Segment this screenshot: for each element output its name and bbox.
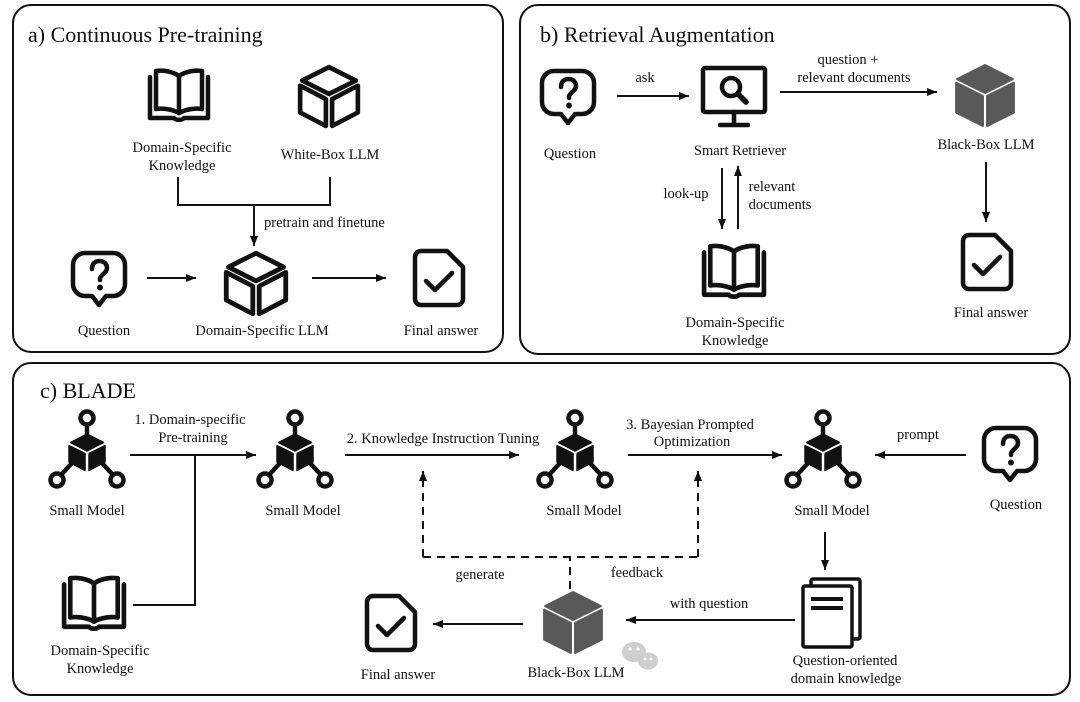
- panel-a-knowledge-label-line1: Domain-Specific: [132, 140, 231, 156]
- panel-b-question-label: Question: [544, 146, 597, 162]
- panel-c-doc-label-line2: domain knowledge: [791, 671, 902, 687]
- panel-c-feedback-label: feedback: [611, 565, 664, 581]
- book-icon: [150, 71, 208, 120]
- panel-a-knowledge-label-line2: Knowledge: [149, 158, 216, 174]
- panel-a-final-label: Final answer: [404, 323, 479, 339]
- small-model-network-icon: [539, 412, 612, 487]
- panel-b-return-label-line1: relevant: [749, 179, 796, 195]
- panel-blade: c) BLADE Small Model 1. Domain-specific …: [12, 362, 1071, 696]
- panel-a-pretrain-label: pretrain and finetune: [264, 215, 385, 231]
- final-answer-document-icon: [367, 596, 415, 650]
- panel-c-knowledge-connector: [133, 455, 196, 606]
- panel-b-retriever-label: Smart Retriever: [694, 143, 786, 159]
- panel-b-return-label-line2: documents: [749, 197, 812, 213]
- black-box-cube-icon: [543, 591, 603, 654]
- panel-c-step2-label: 2. Knowledge Instruction Tuning: [347, 431, 540, 447]
- panel-b-llm-label: Black-Box LLM: [937, 137, 1034, 153]
- small-model-network-icon: [51, 412, 124, 487]
- panel-c-with-question-label: with question: [670, 596, 749, 612]
- panel-c-doc-label-line1: Question-oriented: [793, 653, 898, 669]
- panel-c-knowledge-label-line1: Domain-Specific: [50, 643, 149, 659]
- panel-continuous-pretraining: a) Continuous Pre-training Domain-Specif…: [12, 4, 504, 353]
- question-bubble-icon: [542, 71, 594, 123]
- panel-c-step1-label-line1: 1. Domain-specific: [134, 412, 245, 428]
- black-box-cube-icon: [955, 64, 1015, 127]
- watermark-logo: [622, 642, 658, 670]
- panel-c-llm-label: Black-Box LLM: [527, 665, 624, 681]
- panel-a-title: a) Continuous Pre-training: [28, 22, 263, 47]
- question-bubble-icon: [984, 428, 1036, 480]
- small-model-network-icon: [259, 412, 332, 487]
- panel-b-query-label-line2: relevant documents: [797, 70, 910, 86]
- panel-b-border: [519, 4, 1071, 355]
- small-model-network-icon: [787, 412, 860, 487]
- question-bubble-icon: [73, 253, 125, 305]
- panel-c-question-label: Question: [990, 497, 1043, 513]
- document-stack-icon: [801, 577, 862, 649]
- final-answer-document-icon: [415, 251, 463, 305]
- panel-c-step3-label-line1: 3. Bayesian Prompted: [626, 417, 754, 433]
- panel-c-title: c) BLADE: [40, 378, 136, 403]
- panel-c-knowledge-label-line2: Knowledge: [67, 661, 134, 677]
- panel-a-border: [12, 4, 504, 353]
- panel-b-knowledge-label-line2: Knowledge: [702, 333, 769, 349]
- panel-b-ask-label: ask: [635, 70, 655, 86]
- panel-c-small-model-label-1: Small Model: [49, 503, 124, 519]
- panel-c-step3-label-line2: Optimization: [654, 434, 731, 450]
- panel-c-final-label: Final answer: [361, 667, 436, 683]
- panel-a-question-label: Question: [78, 323, 131, 339]
- panel-b-query-label-line1: question +: [818, 52, 879, 68]
- panel-retrieval-augmentation: b) Retrieval Augmentation Question ask S…: [519, 4, 1071, 355]
- panel-c-generate-label: generate: [455, 567, 504, 583]
- panel-b-lookup-label: look-up: [663, 186, 708, 202]
- panel-c-prompt-label: prompt: [897, 427, 939, 443]
- panel-a-domain-llm-label: Domain-Specific LLM: [195, 323, 328, 339]
- panel-c-step1-label-line2: Pre-training: [158, 430, 227, 446]
- panel-a-white-box-label: White-Box LLM: [281, 147, 380, 163]
- white-box-cube-icon: [300, 67, 358, 126]
- panel-c-small-model-label-4: Small Model: [794, 503, 869, 519]
- domain-specific-llm-cube-icon: [226, 253, 286, 314]
- panel-b-title: b) Retrieval Augmentation: [540, 22, 775, 47]
- book-icon: [64, 578, 124, 629]
- monitor-search-icon: [703, 68, 765, 125]
- book-icon: [704, 246, 764, 297]
- panel-c-small-model-label-3: Small Model: [546, 503, 621, 519]
- panel-b-final-label: Final answer: [954, 305, 1029, 321]
- panel-b-knowledge-label-line1: Domain-Specific: [685, 315, 784, 331]
- panel-c-border: [12, 362, 1071, 696]
- panel-a-merge-connector: [177, 177, 331, 206]
- final-answer-document-icon: [963, 235, 1011, 289]
- panel-c-small-model-label-2: Small Model: [265, 503, 340, 519]
